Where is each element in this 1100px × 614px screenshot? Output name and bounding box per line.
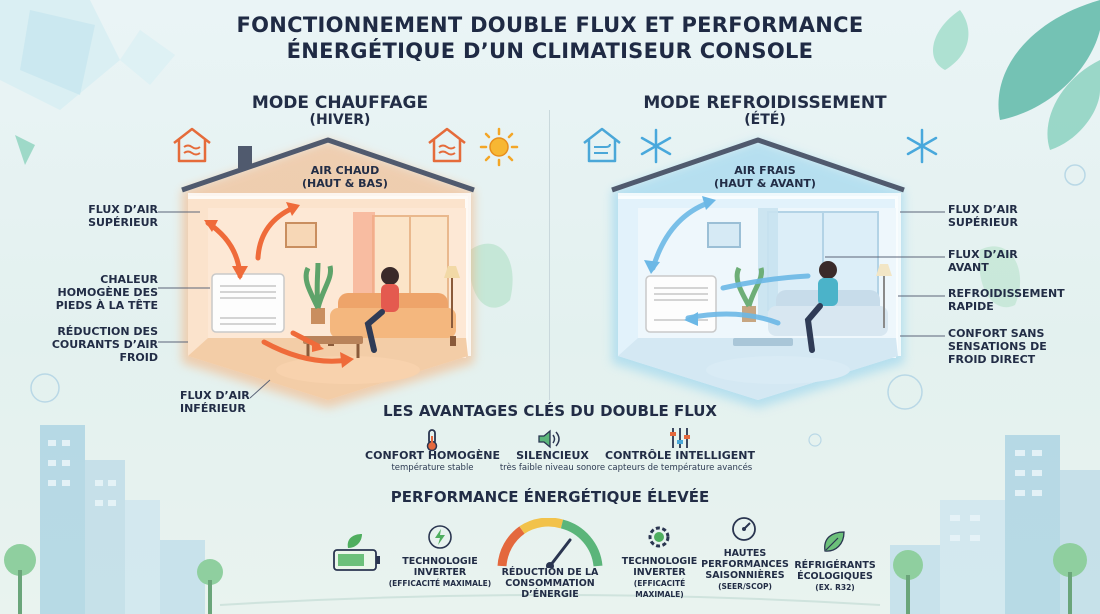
performance-item: Technologie inverter (efficacité maximal… <box>385 556 495 589</box>
label-line: (haut & bas) <box>302 177 388 190</box>
label-line: Confort sans <box>948 327 1045 340</box>
speedometer-icon <box>732 517 756 541</box>
perf-small: (SEER/SCOP) <box>718 582 772 591</box>
advantage-item: Confort homogène température stable <box>360 449 505 473</box>
heating-house-illustration <box>181 137 475 408</box>
advantage-sub: très faible niveau sonore <box>499 463 606 473</box>
advantages-title: Les avantages clés du double flux <box>383 402 717 420</box>
advantage-sub: température stable <box>391 463 474 473</box>
performance-title: Performance énergétique élevée <box>390 488 710 506</box>
label-line: supérieur <box>88 216 158 229</box>
perf-line: Technologie <box>402 556 478 567</box>
battery-leaf-icon <box>333 534 380 571</box>
label-line: Flux d’air <box>948 248 1018 261</box>
mode-divider <box>549 110 550 400</box>
cooling-label-comfort: Confort sans sensations de froid direct <box>948 327 1078 366</box>
label-line: Refroidissement <box>948 287 1065 300</box>
perf-line: saisonnières <box>705 570 785 581</box>
advantage-title: Confort homogène <box>365 449 500 462</box>
label-line: courants d’air <box>51 338 158 351</box>
sun-icon <box>479 127 519 167</box>
cooling-mode-title: Mode refroidissement <box>643 93 887 113</box>
label-line: Flux d’air <box>948 203 1018 216</box>
cooling-mode-subtitle: (été) <box>744 112 786 128</box>
perf-line: inverter <box>633 567 686 578</box>
perf-small: (efficacité <box>633 579 686 588</box>
cool-house-icon <box>583 127 621 163</box>
advantage-item: Silencieux très faible niveau sonore <box>490 449 615 473</box>
label-line: sensations de <box>948 340 1047 353</box>
heating-label-top-flow: Flux d’air supérieur <box>48 203 158 229</box>
label-line: Chaleur <box>100 273 158 286</box>
perf-line: performances <box>701 559 789 570</box>
lightning-icon <box>428 525 452 549</box>
performance-item: Technologie inverter (efficacité maximal… <box>612 556 707 600</box>
advantage-sub: capteurs de température avancés <box>607 463 753 473</box>
label-line: froid direct <box>948 353 1036 366</box>
heating-mode-title: Mode chauffage <box>251 93 429 113</box>
heating-label-homogeneous-heat: Chaleur homogène des pieds à la tête <box>48 273 158 312</box>
advantage-title: Silencieux <box>516 449 589 462</box>
main-title: Fonctionnement double flux et performanc… <box>0 12 1100 64</box>
perf-line: consommation d’énergie <box>505 578 595 600</box>
performance-item: Hautes performances saisonnières (SEER/S… <box>700 548 790 592</box>
perf-line: Réfrigérants <box>794 560 876 571</box>
heating-mode-subtitle: (hiver) <box>309 112 371 128</box>
perf-line: écologiques <box>797 571 873 582</box>
cooling-air-label: Air frais (haut & avant) <box>705 164 825 190</box>
leaf-icon <box>824 531 845 552</box>
heating-label-draft-reduction: Réduction des courants d’air froid <box>48 325 158 364</box>
cooling-label-top-flow: Flux d’air supérieur <box>948 203 1078 229</box>
cooling-label-front-flow: Flux d’air avant <box>948 248 1078 274</box>
label-line: Réduction des <box>57 325 158 338</box>
perf-line: Hautes <box>723 548 767 559</box>
label-line: avant <box>948 261 989 274</box>
snowflake-icon <box>906 128 938 164</box>
label-line: supérieur <box>948 216 1018 229</box>
warm-house-icon <box>173 127 211 163</box>
gear-icon <box>648 526 670 548</box>
perf-line: inverter <box>413 567 467 578</box>
perf-small: (ex. R32) <box>815 583 855 592</box>
title-line-1: Fonctionnement double flux et performanc… <box>236 13 864 37</box>
perf-line: Réduction de la <box>501 567 599 578</box>
perf-small: (efficacité maximale) <box>388 579 492 588</box>
sliders-icon <box>670 428 690 448</box>
thermometer-icon <box>426 429 438 452</box>
perf-small: maximale) <box>635 590 684 599</box>
gauge-icon <box>497 518 603 568</box>
performance-item: Réduction de la consommation d’énergie <box>485 567 615 600</box>
label-line: homogène des <box>57 286 158 299</box>
performance-item: Réfrigérants écologiques (ex. R32) <box>790 560 880 593</box>
heating-label-bottom-flow: Flux d’air inférieur <box>180 389 290 415</box>
label-line: rapide <box>948 300 994 313</box>
speaker-icon <box>538 429 560 449</box>
cooling-house-illustration <box>611 137 905 408</box>
label-line: Flux d’air <box>88 203 158 216</box>
heating-air-label: Air chaud (haut & bas) <box>290 164 400 190</box>
label-line: Air chaud <box>310 164 380 177</box>
warm-house-icon <box>428 127 466 163</box>
perf-line: Technologie <box>621 556 698 567</box>
label-line: (haut & avant) <box>714 177 816 190</box>
label-line: Air frais <box>734 164 796 177</box>
advantage-title: Contrôle intelligent <box>605 449 755 462</box>
label-line: Flux d’air <box>180 389 250 402</box>
advantage-item: Contrôle intelligent capteurs de tempéra… <box>605 449 755 473</box>
label-line: pieds à la tête <box>55 299 158 312</box>
cooling-label-fast-cooling: Refroidissement rapide <box>948 287 1078 313</box>
snowflake-icon <box>640 128 672 164</box>
label-line: inférieur <box>180 402 246 415</box>
label-line: froid <box>119 351 158 364</box>
title-line-2: énergétique d’un climatiseur console <box>286 39 814 63</box>
